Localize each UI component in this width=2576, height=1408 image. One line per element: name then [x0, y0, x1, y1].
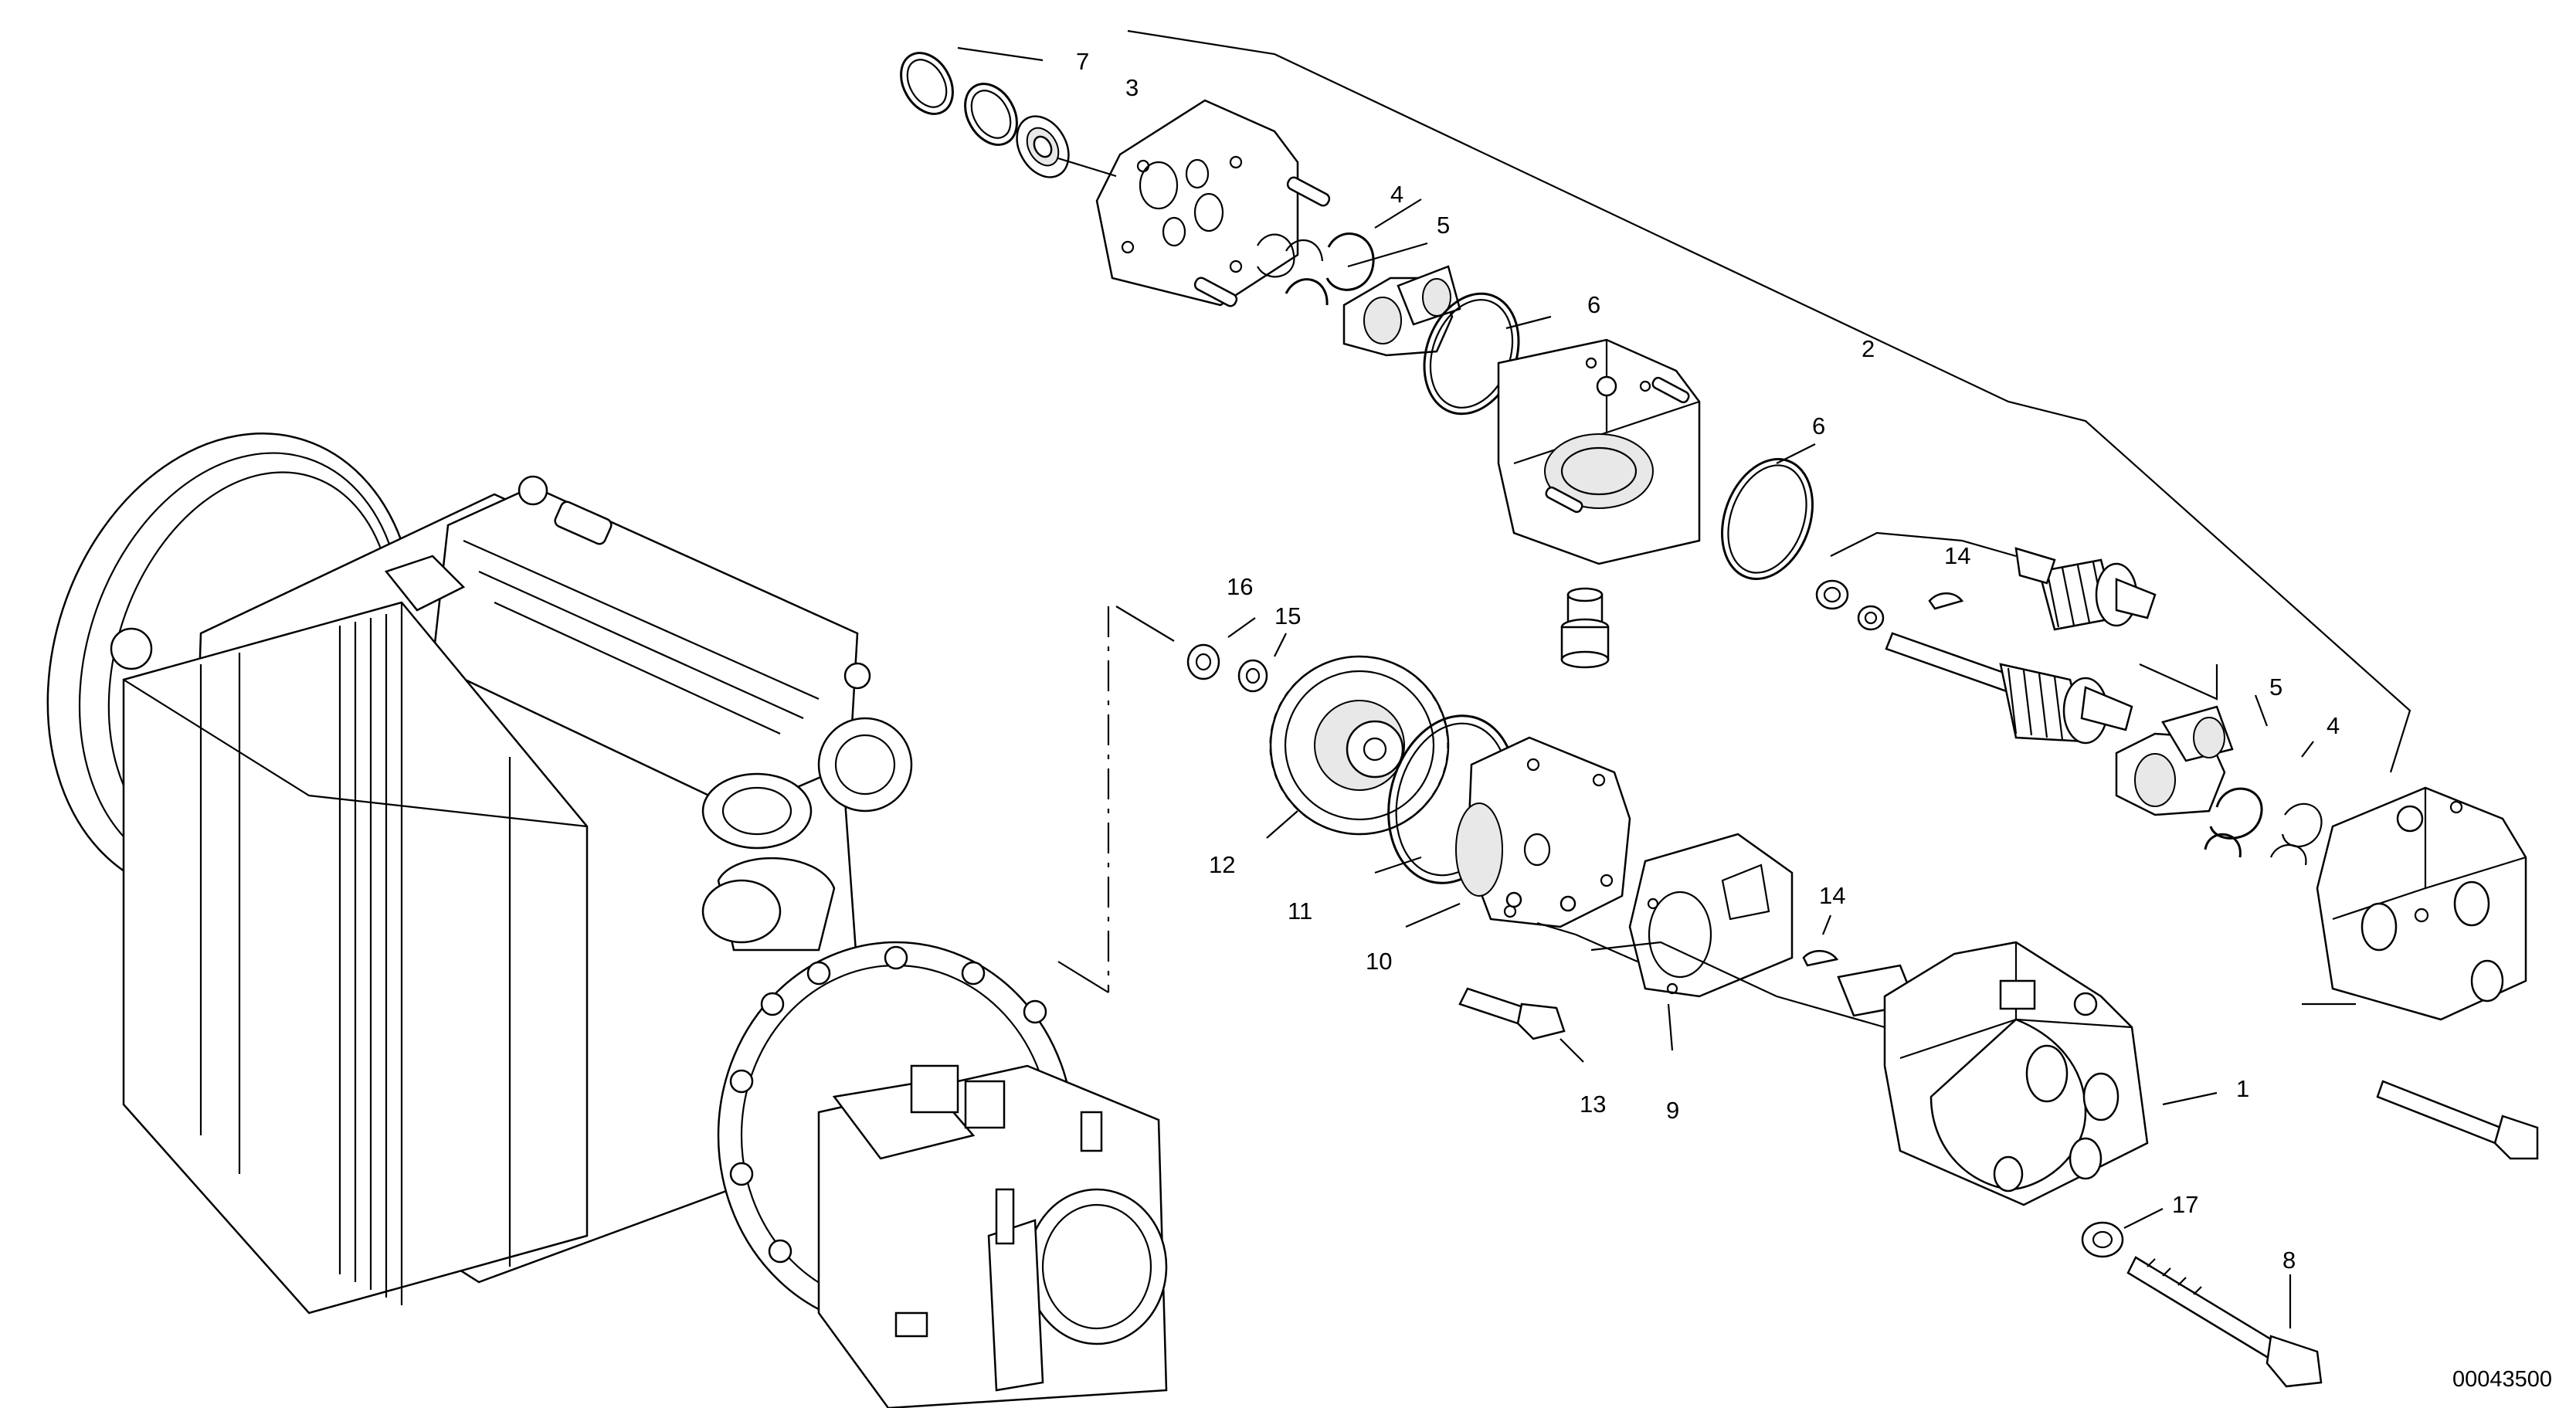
callout-16: 16 [1227, 573, 1253, 600]
part-8-long-bolt [2126, 1256, 2323, 1388]
part-6-o-ring-lower [1721, 458, 1814, 580]
part-13-bolt [1458, 987, 1566, 1040]
callout-10: 10 [1366, 948, 1392, 975]
callout-14-upper: 14 [1944, 542, 1970, 569]
upper-bearings [1342, 265, 1461, 357]
callout-12: 12 [1209, 851, 1235, 878]
callout-3: 3 [1125, 74, 1139, 101]
callout-7: 7 [1076, 48, 1089, 75]
document-number: 00043500 [2452, 1367, 2552, 1392]
part-7-circlip [900, 52, 954, 115]
callout-9: 9 [1666, 1097, 1679, 1124]
pump-front-cover [1095, 99, 1299, 307]
part-3-shaft-seal [1016, 115, 1070, 178]
part-12-drive-gear [1269, 655, 1450, 836]
callout-6-upper: 6 [1587, 291, 1600, 318]
engine-assembly [46, 433, 1168, 1408]
drive-gear-shaft [1885, 632, 2133, 745]
part-snap-ring [964, 83, 1018, 146]
callout-13: 13 [1580, 1091, 1606, 1118]
upper-pump-assembly [900, 29, 2539, 1160]
rear-bearings [2115, 705, 2234, 816]
callout-labels: 1 2 3 4 4 5 5 6 6 7 8 9 10 11 12 13 14 1… [1076, 48, 2340, 1274]
part-10-adapter-flange [1455, 736, 1631, 928]
callout-8: 8 [2282, 1247, 2296, 1274]
part-9-gasket [1628, 833, 1794, 998]
callout-5-upper: 5 [1437, 212, 1450, 239]
driven-gear [2014, 547, 2157, 631]
upper-gear-housing [1497, 338, 1701, 565]
mounting-reference-line [1057, 606, 1175, 993]
callout-14-lower: 14 [1819, 882, 1845, 909]
callout-1: 1 [2236, 1075, 2249, 1102]
part-15-washer [1237, 659, 1268, 693]
callout-11: 11 [1288, 897, 1312, 925]
pump-rear-cover [2316, 786, 2527, 1021]
long-bolt-upper [2376, 1080, 2539, 1160]
callout-4-lower: 4 [2327, 712, 2340, 739]
callout-5-lower: 5 [2269, 673, 2282, 701]
callout-6-lower: 6 [1812, 412, 1825, 439]
part-16-nut [1186, 643, 1220, 680]
part-17-washer [2081, 1221, 2124, 1258]
part-1-gear-pump [1837, 941, 2149, 1206]
callout-15: 15 [1274, 602, 1301, 629]
lower-drive-assembly [1186, 617, 2323, 1388]
housing-drain-plug [1560, 587, 1610, 669]
callout-2: 2 [1862, 335, 1875, 362]
callout-4-upper: 4 [1390, 181, 1403, 208]
callout-17: 17 [2172, 1191, 2198, 1218]
